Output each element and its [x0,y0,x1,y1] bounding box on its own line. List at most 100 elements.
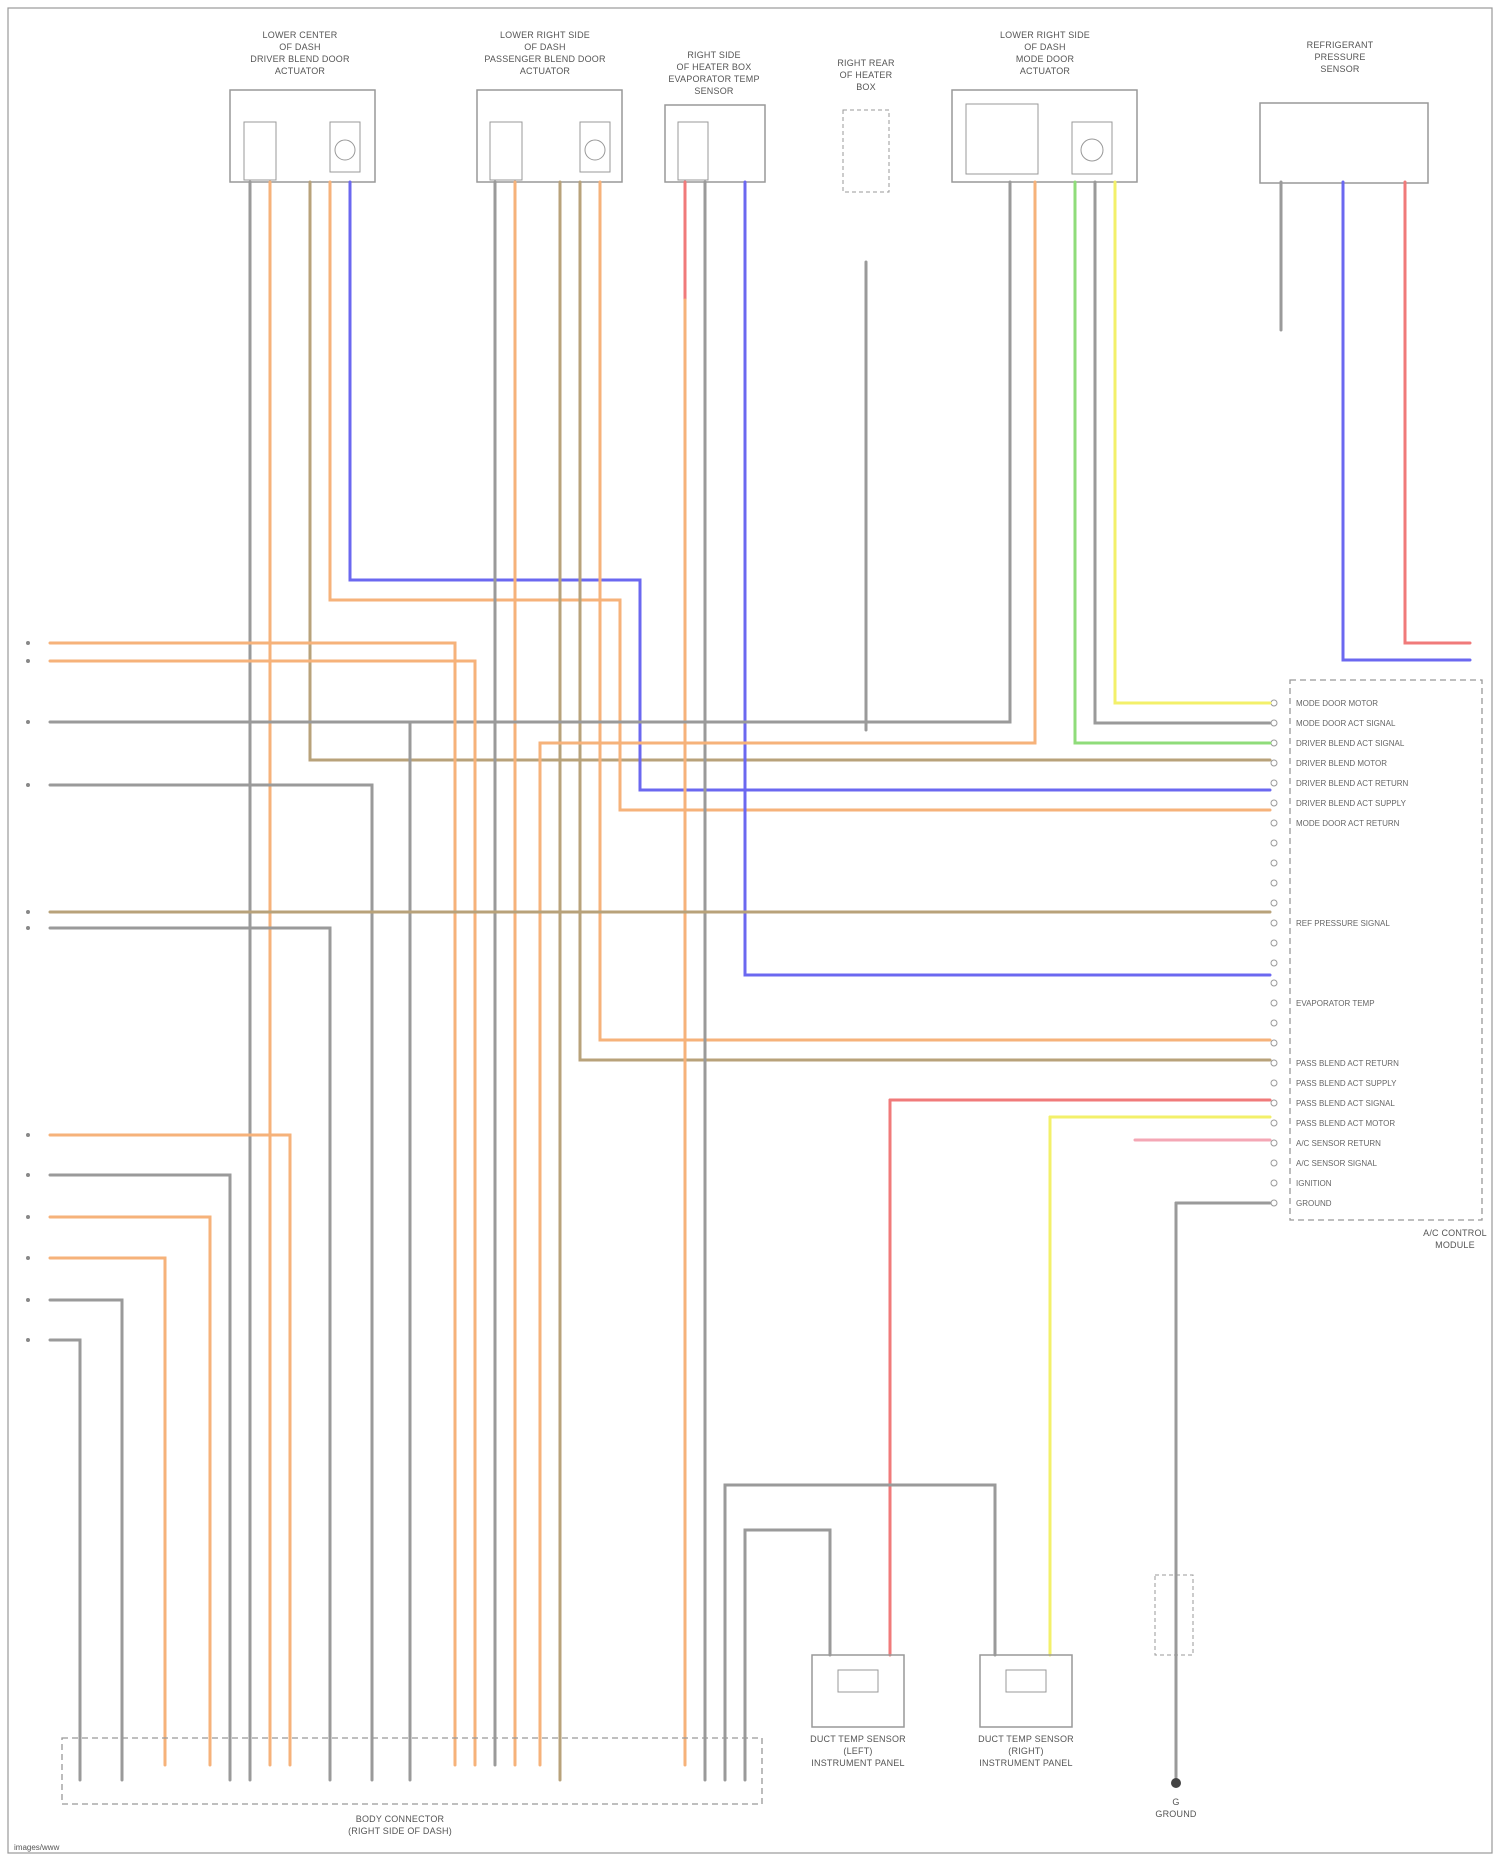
driver-blend-label-3: DRIVER BLEND DOOR [250,54,350,64]
driver-blend-actuator: LOWER CENTER OF DASH DRIVER BLEND DOOR A… [230,30,375,182]
module-pin-label: A/C SENSOR SIGNAL [1296,1159,1377,1168]
module-pin-label: MODE DOOR ACT RETURN [1296,819,1400,828]
right-sensor-label-2: (RIGHT) [1008,1746,1043,1756]
wire-org-23 [50,643,455,1765]
row-marker [26,910,30,914]
module-pin-label: IGNITION [1296,1179,1332,1188]
row-marker [26,1173,30,1177]
inlet-label-2: OF HEATER [840,70,893,80]
row-marker [26,1256,30,1260]
wire-org-3 [330,182,1270,810]
evap-label-1: RIGHT SIDE [687,50,740,60]
pressure-label-3: SENSOR [1320,64,1360,74]
mode-door-actuator: LOWER RIGHT SIDE OF DASH MODE DOOR ACTUA… [952,30,1137,182]
wire-gry-33 [50,1300,122,1780]
wire-org-32 [50,1258,165,1765]
module-pin [1271,1180,1277,1186]
wire-gry-28 [50,928,330,1780]
ground-label-1: G [1172,1797,1179,1807]
module-pin-label: REF PRESSURE SIGNAL [1296,919,1390,928]
module-pin-label: DRIVER BLEND ACT SUPPLY [1296,799,1407,808]
module-pin [1271,1060,1277,1066]
module-label-2: MODULE [1435,1240,1475,1250]
ground-label-2: GROUND [1155,1809,1196,1819]
module-pin [1271,920,1277,926]
evaporator-sensor: RIGHT SIDE OF HEATER BOX EVAPORATOR TEMP… [665,50,765,182]
module-pin-label: DRIVER BLEND ACT RETURN [1296,779,1409,788]
wire-gry-30 [50,1175,230,1780]
left-sensor-label-2: (LEFT) [843,1746,872,1756]
wire-red-22 [1405,182,1470,643]
right-sensor-label-1: DUCT TEMP SENSOR [978,1734,1074,1744]
row-marker [26,926,30,930]
inlet-label-1: RIGHT REAR [837,58,895,68]
passenger-blend-label-4: ACTUATOR [520,66,571,76]
inlet-label-3: BOX [856,82,876,92]
module-pin-label: PASS BLEND ACT SUPPLY [1296,1079,1397,1088]
row-marker [26,1215,30,1219]
row-marker [26,720,30,724]
passenger-blend-label-3: PASSENGER BLEND DOOR [484,54,606,64]
driver-blend-label-2: OF DASH [279,42,320,52]
mode-label-1: LOWER RIGHT SIDE [1000,30,1090,40]
driver-blend-label-4: ACTUATOR [275,66,326,76]
wire-gry-18 [1095,182,1270,723]
wire-gry-34 [50,1340,80,1780]
module-pin-label: MODE DOOR MOTOR [1296,699,1378,708]
module-pin [1271,760,1277,766]
inlet-door: RIGHT REAR OF HEATER BOX [837,58,895,192]
passenger-blend-actuator: LOWER RIGHT SIDE OF DASH PASSENGER BLEND… [477,30,622,182]
wire-blu-4 [350,182,1270,790]
module-pin-label: A/C SENSOR RETURN [1296,1139,1381,1148]
wire-yel-19 [1115,182,1270,703]
duct-temp-sensor-right: DUCT TEMP SENSOR (RIGHT) INSTRUMENT PANE… [978,1655,1074,1768]
module-pin [1271,1020,1277,1026]
module-pin [1271,1000,1277,1006]
ac-control-module: A/C CONTROL MODULE MODE DOOR MOTOR MODE D… [1271,680,1487,1250]
module-pin [1271,900,1277,906]
row-marker [26,659,30,663]
pressure-label-1: REFRIGERANT [1307,40,1374,50]
left-sensor-label-3: INSTRUMENT PANEL [811,1758,904,1768]
row-marker [26,641,30,645]
pressure-label-2: PRESSURE [1314,52,1365,62]
module-pin-label: PASS BLEND ACT SIGNAL [1296,1099,1395,1108]
module-pin-label: PASS BLEND ACT RETURN [1296,1059,1399,1068]
module-pin [1271,840,1277,846]
wire-org-29 [50,1135,290,1765]
module-pin-label: GROUND [1296,1199,1332,1208]
left-sensor-label-1: DUCT TEMP SENSOR [810,1734,906,1744]
module-pin-label: EVAPORATOR TEMP [1296,999,1375,1008]
row-marker [26,1133,30,1137]
duct-temp-sensor-left: DUCT TEMP SENSOR (LEFT) INSTRUMENT PANEL [810,1655,906,1768]
module-pin [1271,1080,1277,1086]
module-pin [1271,1100,1277,1106]
row-marker [26,1338,30,1342]
module-pin [1271,1140,1277,1146]
module-pin [1271,740,1277,746]
module-pin [1271,980,1277,986]
passenger-blend-label-1: LOWER RIGHT SIDE [500,30,590,40]
connector-label-2: (RIGHT SIDE OF DASH) [348,1826,452,1836]
module-pin-label: MODE DOOR ACT SIGNAL [1296,719,1396,728]
module-pin [1271,1160,1277,1166]
mode-label-4: ACTUATOR [1020,66,1071,76]
module-pin [1271,700,1277,706]
module-pin [1271,780,1277,786]
right-sensor-label-3: INSTRUMENT PANEL [979,1758,1072,1768]
pressure-sensor: REFRIGERANT PRESSURE SENSOR [1260,40,1428,183]
evap-label-2: OF HEATER BOX [677,62,752,72]
driver-blend-label-1: LOWER CENTER [263,30,338,40]
wire-gry-15 [410,182,1010,1780]
passenger-blend-label-2: OF DASH [524,42,565,52]
body-connector: BODY CONNECTOR (RIGHT SIDE OF DASH) [62,1738,762,1836]
row-marker [26,783,30,787]
module-label-1: A/C CONTROL [1423,1228,1487,1238]
mode-label-2: OF DASH [1024,42,1065,52]
mode-label-3: MODE DOOR [1016,54,1075,64]
footer-text: images/www [14,1843,60,1852]
module-pin [1271,1200,1277,1206]
module-pin [1271,940,1277,946]
module-pin [1271,880,1277,886]
